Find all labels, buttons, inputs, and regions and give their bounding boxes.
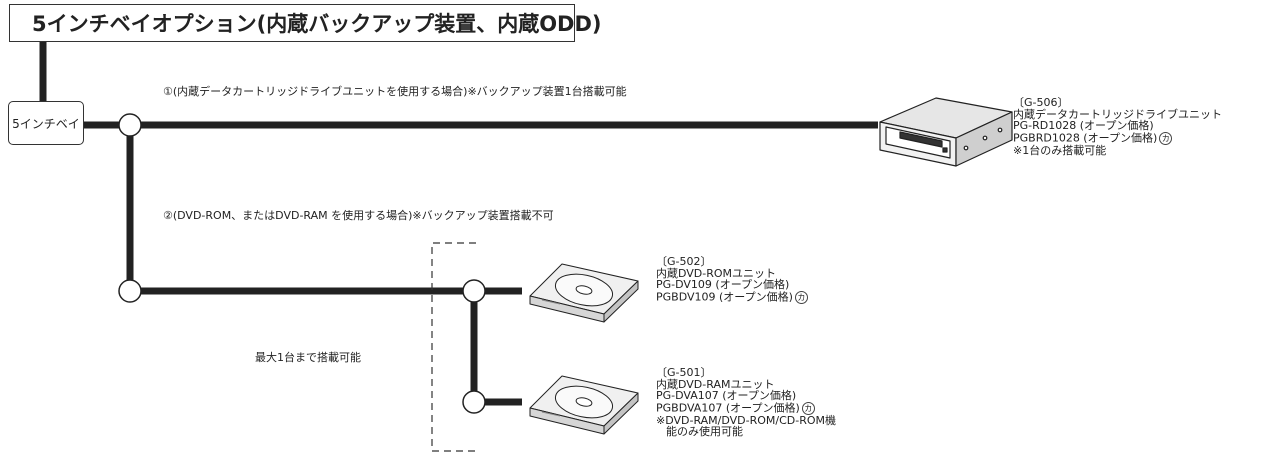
- ka-mark-icon: カ: [801, 401, 815, 415]
- junction-node: [118, 279, 142, 303]
- junction-node: [118, 113, 142, 137]
- junction-node: [462, 279, 486, 303]
- route2-label: ②(DVD-ROM、またはDVD-RAM を使用する場合)※バックアップ装置搭載…: [163, 209, 554, 222]
- device-name: 内蔵DVD-ROMユニット: [656, 266, 777, 280]
- junction-node: [462, 390, 486, 414]
- device-g501-info: 〔G-501〕 内蔵DVD-RAMユニット PG-DVA107 (オープン価格)…: [656, 367, 836, 438]
- device-code: 〔G-501〕: [656, 366, 712, 379]
- device-note: 能のみ使用可能: [666, 425, 743, 438]
- device-note: ※1台のみ搭載可能: [1013, 143, 1107, 157]
- ka-mark-icon: カ: [794, 290, 808, 304]
- max-one-note: 最大1台まで搭載可能: [255, 351, 361, 364]
- ka-mark-icon: カ: [1159, 131, 1173, 145]
- device-note: ※DVD-RAM/DVD-ROM/CD-ROM機: [656, 413, 837, 427]
- route1-label: ①(内蔵データカートリッジドライブユニットを使用する場合)※バックアップ装置1台…: [163, 85, 627, 98]
- device-code: 〔G-502〕: [656, 255, 712, 268]
- device-model: PGBDVA107 (オープン価格): [656, 401, 800, 414]
- device-model: PGBDV109 (オープン価格): [656, 290, 793, 303]
- device-model: PG-DVA107 (オープン価格): [656, 389, 797, 402]
- device-model: PG-DV109 (オープン価格): [656, 278, 790, 291]
- device-name: 内蔵データカートリッジドライブユニット: [1013, 107, 1222, 121]
- optical-drive-icon: [529, 263, 639, 323]
- device-model: PGBRD1028 (オープン価格): [1013, 131, 1158, 144]
- bay-5inch-box: 5インチベイ: [8, 101, 84, 145]
- tape-drive-icon: [879, 97, 1013, 167]
- optical-drive-icon: [529, 375, 639, 435]
- device-g506-info: 〔G-506〕 内蔵データカートリッジドライブユニット PG-RD1028 (オ…: [1013, 97, 1222, 156]
- device-g502-info: 〔G-502〕 内蔵DVD-ROMユニット PG-DV109 (オープン価格) …: [656, 256, 808, 304]
- device-name: 内蔵DVD-RAMユニット: [656, 377, 775, 391]
- selection-bracket: [431, 242, 476, 452]
- device-code: 〔G-506〕: [1013, 96, 1069, 109]
- device-model: PG-RD1028 (オープン価格): [1013, 119, 1154, 132]
- page-title: 5インチベイオプション(内蔵バックアップ装置、内蔵ODD): [9, 4, 602, 42]
